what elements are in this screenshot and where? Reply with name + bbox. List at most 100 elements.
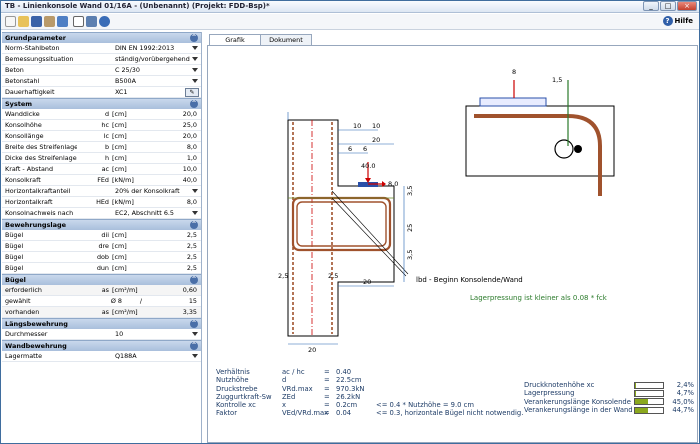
spacing-field[interactable]: 15 [188, 297, 197, 305]
param-unit: [cm] [112, 143, 127, 151]
preview-icon[interactable] [73, 16, 84, 27]
norm-select[interactable]: DIN EN 1992:2013 [115, 44, 175, 52]
steel-select[interactable]: B500A [115, 77, 136, 85]
utilization-value: 4,7% [676, 389, 694, 398]
new-file-icon[interactable] [5, 16, 16, 27]
param-select[interactable]: 20% der Konsolkraft [115, 187, 180, 195]
help-button[interactable]: ? Hilfe [662, 16, 693, 26]
diameter-select[interactable]: Ø 8 [110, 297, 122, 305]
collapse-icon[interactable]: ^ [190, 221, 198, 229]
close-button[interactable]: × [677, 1, 697, 11]
chevron-down-icon[interactable] [192, 79, 198, 83]
param-value[interactable]: 1,0 [186, 154, 197, 162]
param-unit: [cm] [112, 165, 127, 173]
maximize-button[interactable]: □ [660, 1, 676, 11]
chevron-down-icon[interactable] [192, 211, 198, 215]
param-value[interactable]: 20,0 [182, 132, 197, 140]
dim-20-bottom: 20 [363, 278, 371, 286]
diameter-select[interactable]: 10 [115, 330, 124, 338]
exposure-field[interactable]: XC1 [115, 88, 128, 96]
dim-8-top: 8 [512, 68, 516, 76]
edit-icon[interactable]: ✎ [185, 88, 199, 97]
save-icon[interactable] [31, 16, 42, 27]
section-system[interactable]: System^ [2, 98, 201, 109]
collapse-icon[interactable]: ^ [190, 100, 198, 108]
concrete-select[interactable]: C 25/30 [115, 66, 140, 74]
param-value[interactable]: 25,0 [182, 121, 197, 129]
toolbar: ? Hilfe [1, 14, 699, 30]
chevron-down-icon[interactable] [192, 332, 198, 336]
export-icon[interactable] [57, 16, 68, 27]
title-bar: TB - Linienkonsole Wand 01/16A - (Unbena… [1, 1, 699, 13]
param-value[interactable]: 2,5 [186, 231, 197, 239]
section-wandbewehrung[interactable]: Wandbewehrung^ [2, 340, 201, 351]
param-value[interactable]: 2,5 [186, 253, 197, 261]
collapse-icon[interactable]: ^ [190, 320, 198, 328]
param-value[interactable]: 10,0 [182, 165, 197, 173]
param-value[interactable]: 8,0 [186, 198, 197, 206]
open-folder-icon[interactable] [18, 16, 29, 27]
chevron-down-icon[interactable] [192, 57, 198, 61]
param-value[interactable]: 40,0 [182, 176, 197, 184]
param-value[interactable]: 2,5 [186, 264, 197, 272]
param-unit: [cm] [112, 121, 127, 129]
collapse-icon[interactable]: ^ [190, 34, 198, 42]
param-select[interactable]: EC2, Abschnitt 6.5 [115, 209, 174, 217]
section-laengsbewehrung[interactable]: Längsbewehrung^ [2, 318, 201, 329]
dim-20-top: 20 [372, 136, 380, 144]
situation-select[interactable]: ständig/vorübergehend [115, 55, 190, 63]
minimize-button[interactable]: _ [643, 1, 659, 11]
utilization-bar [634, 398, 664, 406]
result-value: 0.40 [336, 368, 352, 376]
collapse-icon[interactable]: ^ [190, 342, 198, 350]
chevron-down-icon[interactable] [192, 46, 198, 50]
param-value[interactable]: 20,0 [182, 110, 197, 118]
section-grundparameter[interactable]: Grundparameter^ [2, 32, 201, 43]
consol-drawing: 40.0 8.0 10 10 6 6 20 3,5 25 3,5 2,5 20 … [278, 68, 615, 354]
chevron-down-icon[interactable] [192, 354, 198, 358]
tab-dokument[interactable]: Dokument [260, 34, 312, 45]
param-value[interactable]: 2,5 [186, 242, 197, 250]
result-eq: = [324, 368, 330, 376]
stirrup-inner [296, 201, 387, 247]
tab-grafik[interactable]: Grafik [209, 34, 261, 45]
collapse-icon[interactable]: ^ [190, 276, 198, 284]
section-bewehrungslage[interactable]: Bewehrungslage^ [2, 219, 201, 230]
print-icon[interactable] [86, 16, 97, 27]
chevron-down-icon[interactable] [192, 189, 198, 193]
settings-icon[interactable] [99, 16, 110, 27]
chevron-down-icon[interactable] [192, 68, 198, 72]
param-unit: [cm] [112, 132, 127, 140]
mesh-select[interactable]: Q188A [115, 352, 137, 360]
param-unit: [cm] [112, 154, 127, 162]
library-icon[interactable] [44, 16, 55, 27]
param-value[interactable]: 8,0 [186, 143, 197, 151]
param-unit: [cm] [112, 264, 127, 272]
section-buegel[interactable]: Bügel^ [2, 274, 201, 285]
